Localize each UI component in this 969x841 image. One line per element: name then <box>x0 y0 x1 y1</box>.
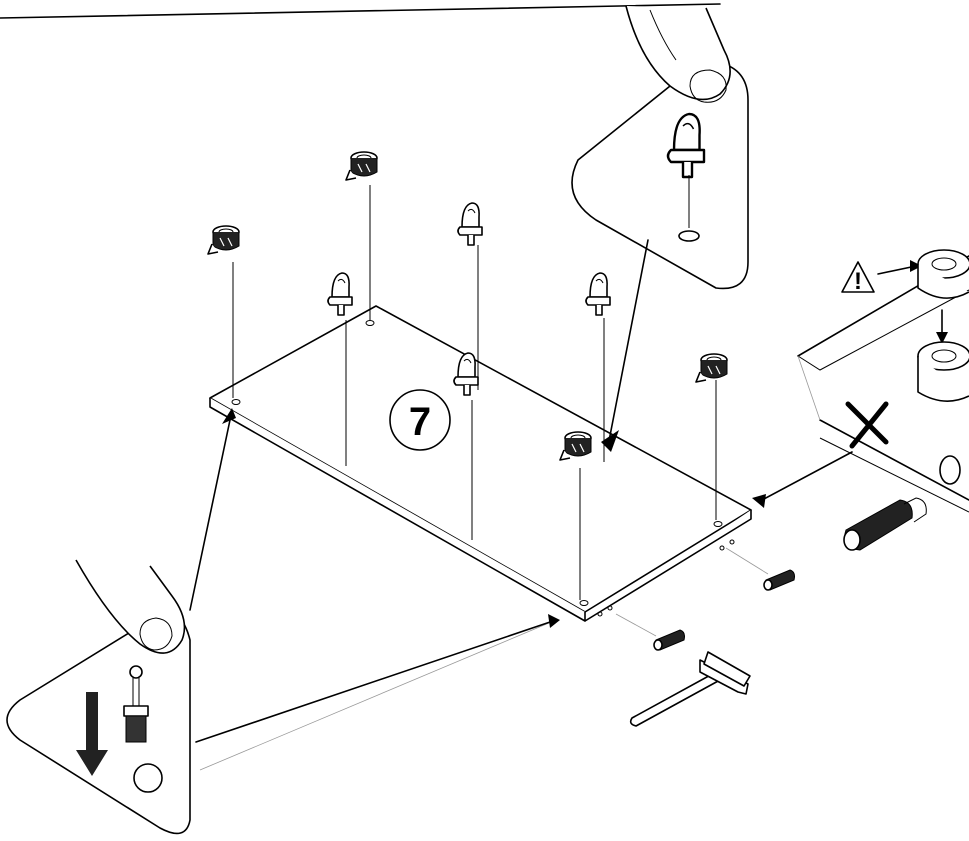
step-number: 7 <box>409 400 431 444</box>
callout-leader-bottom <box>196 620 556 742</box>
callout-leader-bottom-faint <box>200 620 556 770</box>
callout-leader-top <box>608 240 648 446</box>
cam-lock-2 <box>346 152 377 180</box>
detail-callout-cam-lock <box>7 560 190 833</box>
hammer-icon <box>631 652 750 726</box>
shelf-support-pin-2 <box>328 273 352 315</box>
dowel-hole-detail <box>940 456 960 484</box>
hole-marker-top <box>679 231 699 241</box>
frame-top-line <box>0 4 720 18</box>
dowel-detail-icon <box>844 498 926 550</box>
shelf-panel <box>210 306 751 621</box>
pressing-finger-icon-top <box>626 6 730 102</box>
step-number-badge: 7 <box>390 390 450 450</box>
shelf-support-pin-1 <box>458 203 482 245</box>
arrowhead-bottom <box>548 614 560 628</box>
dowel-1 <box>764 570 795 590</box>
arrowhead-right <box>752 494 766 508</box>
warning-triangle-icon: ! <box>842 262 874 295</box>
cam-lock-detail-bottom <box>918 342 969 401</box>
callout-leader-right <box>762 452 852 500</box>
dowel-2 <box>654 630 685 650</box>
hole-marker-bottom <box>134 764 162 792</box>
detail-callout-right: ! <box>798 250 969 550</box>
warning-symbol: ! <box>854 268 862 295</box>
cam-lock-3 <box>696 354 727 382</box>
detail-callout-shelf-pin <box>572 6 748 288</box>
cross-mark-icon <box>848 404 886 446</box>
callout-leader-left <box>190 420 230 610</box>
cam-lock-detail-top <box>918 250 969 298</box>
cam-lock-1 <box>208 226 239 254</box>
shelf-support-pin-3 <box>586 273 610 315</box>
